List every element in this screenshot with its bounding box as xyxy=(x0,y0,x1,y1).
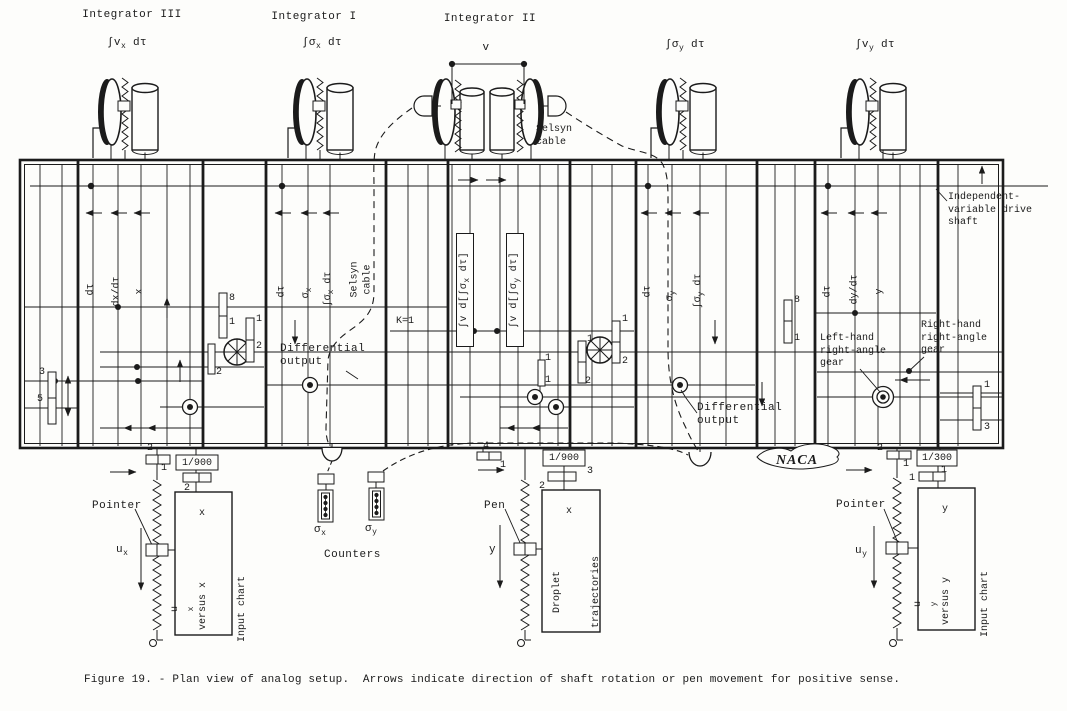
gear-ratio-2-bottom-center: 2 xyxy=(539,481,546,492)
gear-ratio-2-bottom-right: 2 xyxy=(877,443,884,454)
ux-label: ux xyxy=(116,544,128,559)
sigma-x-counter-label: σx xyxy=(314,524,326,539)
leader-lines xyxy=(134,188,948,546)
gear-ratio-1-right: 1 xyxy=(794,333,801,344)
gear-ratio-1-mid-b: 1 xyxy=(587,334,594,345)
shaft-label-dy-dt: dy/dτ xyxy=(849,274,861,305)
gear-ratio-5: 5 xyxy=(37,394,44,405)
naca-logo-wings xyxy=(756,443,840,470)
shaft-label-int-v-d-sigma-x: ∫v d[∫σx dτ] xyxy=(456,233,474,347)
gear-ratio-1-mid-a: 1 xyxy=(622,314,629,325)
input-ch art-left-text: ux versus x Input chart xyxy=(170,576,248,643)
integrator-assemblies xyxy=(92,60,907,160)
formula-integral-vy: ∫vy dτ xyxy=(854,39,896,54)
pointer-left-label: Pointer xyxy=(92,500,142,512)
gear-ratio-3-far-right: 3 xyxy=(984,422,991,433)
horizontal-shafts xyxy=(24,185,1048,429)
shaft-label-dt-3: dτ xyxy=(642,285,654,298)
gear-ratio-1-900-left: 1/900 xyxy=(181,458,212,469)
shaft-label-y: y xyxy=(874,288,886,295)
gear-ratio-1a-bottom-right: 1 xyxy=(903,459,910,470)
gear-ratio-1-bottom-left: 1 xyxy=(161,463,168,474)
label-integrator-iii: Integrator III xyxy=(82,9,182,21)
sigma-y-counter-label: σy xyxy=(365,523,377,538)
gear-ratio-1b-bottom-right: 1 xyxy=(941,465,948,476)
naca-logo-text: NACA xyxy=(775,453,819,468)
gear-ratio-4-bottom-center: 4 xyxy=(483,441,490,452)
bearing-dots xyxy=(52,182,912,384)
shaft-label-int-sigma-y: ∫σy dτ xyxy=(693,273,706,309)
shaft-label-sigma-x: σx xyxy=(301,287,314,299)
gear-ratio-2-left-a: 2 xyxy=(256,341,263,352)
label-integrator-i: Integrator I xyxy=(271,11,357,23)
gear-ratio-1-300-right: 1/300 xyxy=(921,453,952,464)
gear-ratio-2-left-b: 2 xyxy=(216,367,223,378)
gear-ratio-8-left: 8 xyxy=(229,293,236,304)
gear-ratio-1-mid-d: 1 xyxy=(545,375,552,386)
formula-integral-sigma-x: ∫σx dτ xyxy=(301,37,343,52)
pointer-right-label: Pointer xyxy=(836,499,886,511)
shaft-label-sigma-y: σy xyxy=(665,290,678,302)
gear-ratio-8-right: 8 xyxy=(794,295,801,306)
gear-ratio-1-far-right: 1 xyxy=(984,380,991,391)
gear-ratio-3-bottom-center: 3 xyxy=(587,466,594,477)
formula-integral-vx: ∫vx dτ xyxy=(106,37,148,52)
shaft-label-dx-dt: dx/dτ xyxy=(111,276,123,307)
uy-label: uy xyxy=(855,545,867,560)
shaft-label-int-v-d-sigma-y: ∫v d[∫σy dτ] xyxy=(506,233,524,347)
gear-ratio-1-900-center: 1/900 xyxy=(548,453,579,464)
selsyn-cables xyxy=(325,107,699,474)
shaft-label-x: x xyxy=(134,288,146,295)
droplet-trajectories-chart-text: Droplet trajectories xyxy=(552,556,602,629)
chart-mid-x-axis-label: x xyxy=(566,506,573,517)
gear-ratio-1-left-b: 1 xyxy=(256,314,263,325)
pen-y-axis-label: y xyxy=(489,544,497,556)
label-integrator-ii: Integrator II xyxy=(443,13,537,25)
gear-ratio-1c-bottom-right: 1 xyxy=(909,473,916,484)
chart-left-x-axis-label: x xyxy=(199,508,206,519)
gear-ratio-2-mid-a: 2 xyxy=(622,356,629,367)
shaft-label-dt-4: dτ xyxy=(822,285,834,298)
counters-label: Counters xyxy=(324,549,381,561)
formula-integral-sigma-y: ∫σy dτ xyxy=(664,39,706,54)
gear-ratio-1-mid-c: 1 xyxy=(545,353,552,364)
machine-table-frame xyxy=(18,158,1005,450)
gear-ratio-1-bottom-center: 1 xyxy=(500,460,507,471)
gear-ratio-2-bottom-left: 2 xyxy=(147,443,154,454)
shaft-label-int-sigma-x: ∫σx dτ xyxy=(323,271,336,307)
shaft-label-dt-2: dτ xyxy=(276,285,288,298)
direction-arrows xyxy=(64,165,986,591)
k-constant-label: K=1 xyxy=(396,316,415,327)
shaft-label-dt-1: dτ xyxy=(85,283,97,296)
chart-right-y-axis-label: y xyxy=(942,504,949,515)
gear-ratio-3: 3 xyxy=(39,367,46,378)
gear-ratio-2b-bottom-left: 2 xyxy=(184,483,191,494)
differentials-and-gears xyxy=(47,292,982,431)
gear-ratio-1-left-a: 1 xyxy=(229,317,236,328)
pen-label: Pen xyxy=(484,500,506,512)
vertical-shafts xyxy=(39,165,959,446)
v-dimension-label: v xyxy=(482,42,490,54)
gear-ratio-2-mid-b: 2 xyxy=(585,376,592,387)
figure-caption: Figure 19. - Plan view of analog setup. … xyxy=(84,674,901,686)
output-assemblies xyxy=(145,444,976,647)
